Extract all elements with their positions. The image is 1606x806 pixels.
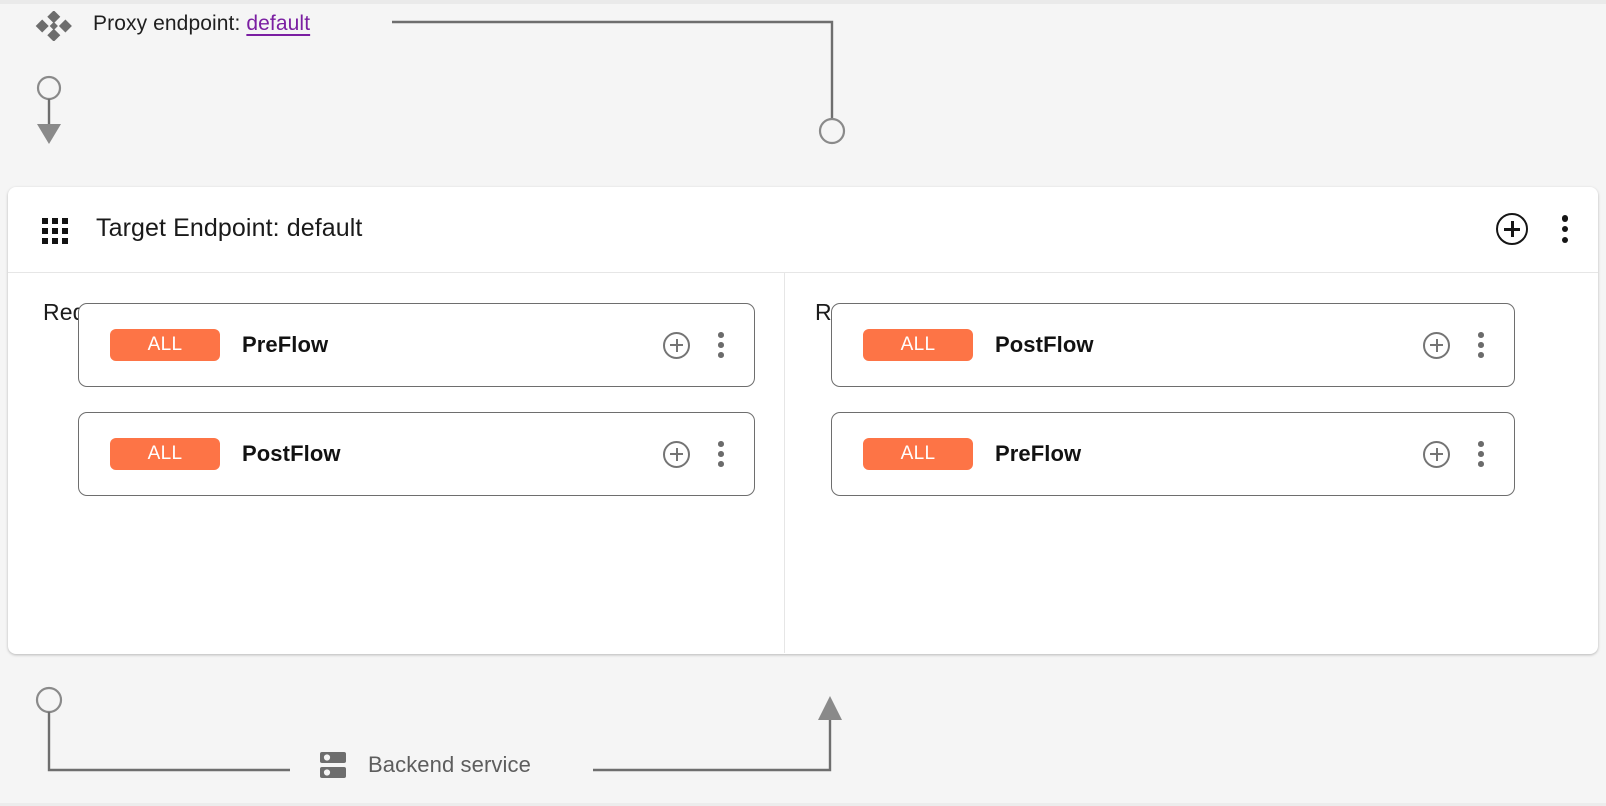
proxy-endpoint-label: Proxy endpoint: default (93, 12, 310, 36)
more-vert-icon[interactable] (1472, 331, 1490, 359)
add-circle-icon[interactable] (1496, 213, 1528, 245)
target-endpoint-title: Target Endpoint: default (96, 214, 363, 242)
bottom-divider (0, 803, 1606, 806)
target-endpoint-header: Target Endpoint: default (8, 187, 1598, 273)
add-circle-icon[interactable] (663, 440, 690, 468)
flow-card-request-postflow[interactable]: ALL PostFlow (78, 412, 755, 496)
proxy-endpoint-link[interactable]: default (246, 12, 311, 35)
flow-name: PreFlow (995, 441, 1082, 466)
response-column: Response ALL PostFlow ALL PreFlow (785, 273, 1597, 653)
flow-badge: ALL (863, 329, 973, 361)
backend-service-row[interactable]: Backend service (316, 748, 531, 782)
flow-card-actions (663, 440, 730, 468)
target-endpoint-body: Request ALL PreFlow ALL PostFlow (8, 273, 1598, 653)
more-vert-icon[interactable] (712, 331, 730, 359)
more-vert-icon[interactable] (1472, 440, 1490, 468)
flow-badge: ALL (110, 438, 220, 470)
flow-name: PostFlow (995, 332, 1094, 357)
add-circle-icon[interactable] (1423, 440, 1450, 468)
proxy-response-in-node (818, 117, 846, 145)
backend-request-elbow (47, 712, 290, 772)
server-rack-icon (316, 748, 350, 782)
flow-card-actions (663, 331, 730, 359)
backend-response-arrow (818, 696, 842, 720)
flow-badge: ALL (863, 438, 973, 470)
diamond-cluster-icon (33, 10, 73, 42)
proxy-request-out-node (36, 75, 62, 101)
target-endpoint-actions (1496, 213, 1576, 245)
proxy-request-arrow (37, 124, 61, 144)
flow-card-actions (1423, 331, 1490, 359)
target-endpoint-panel: Target Endpoint: default Request ALL Pre… (8, 187, 1598, 654)
flow-card-response-postflow[interactable]: ALL PostFlow (831, 303, 1515, 387)
flow-card-actions (1423, 440, 1490, 468)
add-circle-icon[interactable] (663, 331, 690, 359)
backend-service-label: Backend service (368, 752, 531, 777)
flow-badge: ALL (110, 329, 220, 361)
add-circle-icon[interactable] (1423, 331, 1450, 359)
request-column: Request ALL PreFlow ALL PostFlow (8, 273, 785, 653)
backend-response-elbow (593, 718, 832, 772)
more-vert-icon[interactable] (712, 440, 730, 468)
proxy-endpoint-row: Proxy endpoint: default (0, 4, 1606, 44)
flow-card-response-preflow[interactable]: ALL PreFlow (831, 412, 1515, 496)
grid-dots-icon (42, 218, 68, 244)
proxy-endpoint-label-prefix: Proxy endpoint: (93, 12, 241, 35)
flow-name: PreFlow (242, 332, 329, 357)
target-request-out-node (35, 686, 63, 714)
flow-name: PostFlow (242, 441, 341, 466)
top-divider (0, 0, 1606, 4)
flow-card-request-preflow[interactable]: ALL PreFlow (78, 303, 755, 387)
more-vert-icon[interactable] (1554, 213, 1576, 245)
